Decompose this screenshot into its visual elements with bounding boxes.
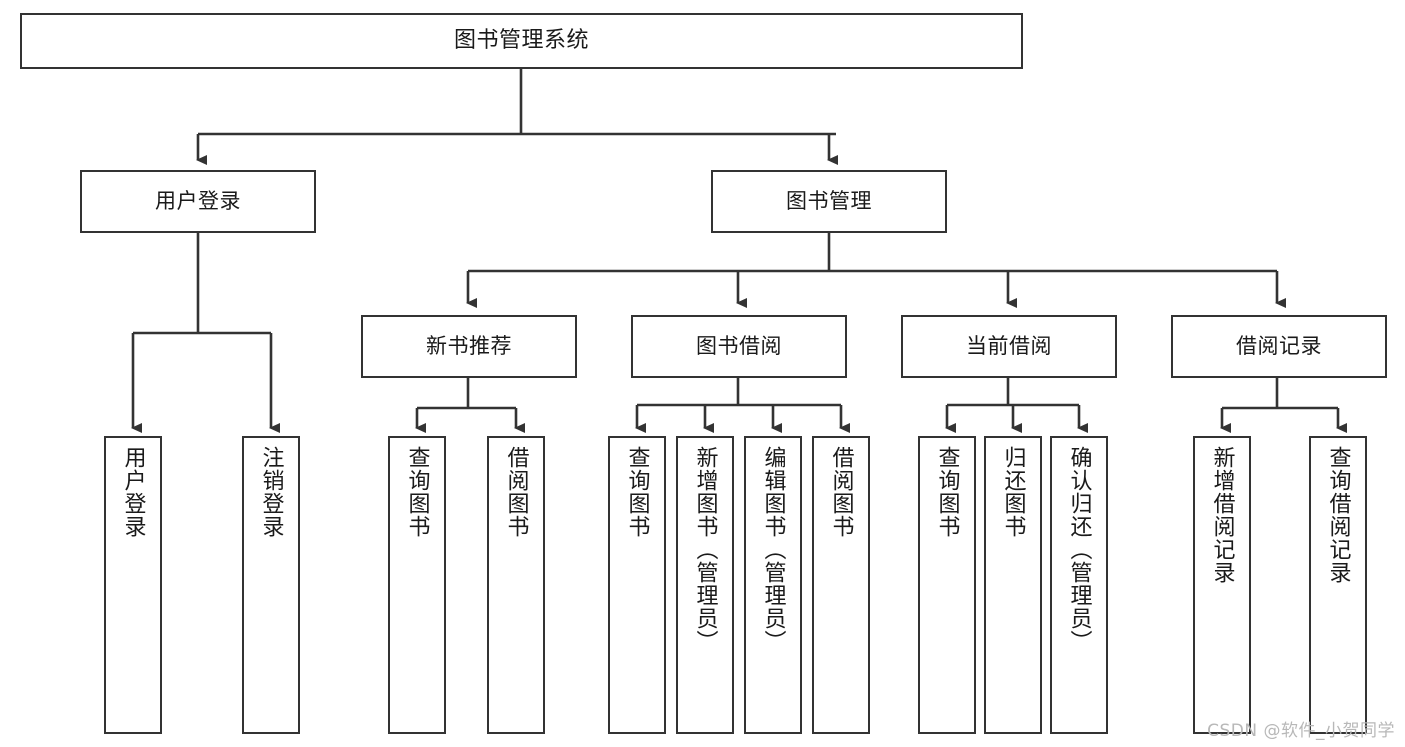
node-leaf-query-book-2[interactable]: 查询图书	[608, 436, 666, 734]
node-book-manage-label: 图书管理	[786, 189, 872, 214]
node-book-borrow[interactable]: 图书借阅	[631, 315, 847, 378]
node-current-borrow[interactable]: 当前借阅	[901, 315, 1117, 378]
node-borrow-record[interactable]: 借阅记录	[1171, 315, 1387, 378]
node-leaf-borrow-book-2-label: 借阅图书	[828, 446, 854, 538]
node-leaf-add-book-label: 新增图书（管理员）	[692, 446, 718, 653]
node-leaf-add-record[interactable]: 新增借阅记录	[1193, 436, 1251, 734]
node-leaf-borrow-book-2[interactable]: 借阅图书	[812, 436, 870, 734]
node-leaf-return-book[interactable]: 归还图书	[984, 436, 1042, 734]
node-user-login[interactable]: 用户登录	[80, 170, 316, 233]
node-leaf-confirm-return-label: 确认归还（管理员）	[1066, 446, 1092, 653]
node-leaf-borrow-book-1-label: 借阅图书	[503, 446, 529, 538]
node-user-login-label: 用户登录	[155, 189, 241, 214]
node-leaf-logout-login-label: 注销登录	[258, 446, 284, 538]
node-leaf-user-login[interactable]: 用户登录	[104, 436, 162, 734]
node-leaf-user-login-label: 用户登录	[120, 446, 146, 538]
node-leaf-query-book-1-label: 查询图书	[404, 446, 430, 538]
node-leaf-query-book-3[interactable]: 查询图书	[918, 436, 976, 734]
node-book-manage[interactable]: 图书管理	[711, 170, 947, 233]
node-leaf-edit-book-label: 编辑图书（管理员）	[760, 446, 786, 653]
node-new-book-recommend[interactable]: 新书推荐	[361, 315, 577, 378]
node-root-label: 图书管理系统	[453, 28, 589, 54]
node-leaf-borrow-book-1[interactable]: 借阅图书	[487, 436, 545, 734]
node-leaf-confirm-return[interactable]: 确认归还（管理员）	[1050, 436, 1108, 734]
node-leaf-query-book-3-label: 查询图书	[934, 446, 960, 538]
node-leaf-add-book[interactable]: 新增图书（管理员）	[676, 436, 734, 734]
node-new-book-recommend-label: 新书推荐	[426, 334, 512, 359]
node-leaf-query-record[interactable]: 查询借阅记录	[1309, 436, 1367, 734]
node-leaf-return-book-label: 归还图书	[1000, 446, 1026, 538]
node-leaf-query-record-label: 查询借阅记录	[1325, 446, 1351, 584]
node-book-borrow-label: 图书借阅	[696, 334, 782, 359]
node-leaf-add-record-label: 新增借阅记录	[1209, 446, 1235, 584]
csdn-watermark: CSDN @软件_小贺同学	[1207, 721, 1395, 741]
node-leaf-logout-login[interactable]: 注销登录	[242, 436, 300, 734]
node-root[interactable]: 图书管理系统	[20, 13, 1023, 69]
node-current-borrow-label: 当前借阅	[966, 334, 1052, 359]
node-borrow-record-label: 借阅记录	[1236, 334, 1322, 359]
node-leaf-query-book-1[interactable]: 查询图书	[388, 436, 446, 734]
node-leaf-query-book-2-label: 查询图书	[624, 446, 650, 538]
node-leaf-edit-book[interactable]: 编辑图书（管理员）	[744, 436, 802, 734]
